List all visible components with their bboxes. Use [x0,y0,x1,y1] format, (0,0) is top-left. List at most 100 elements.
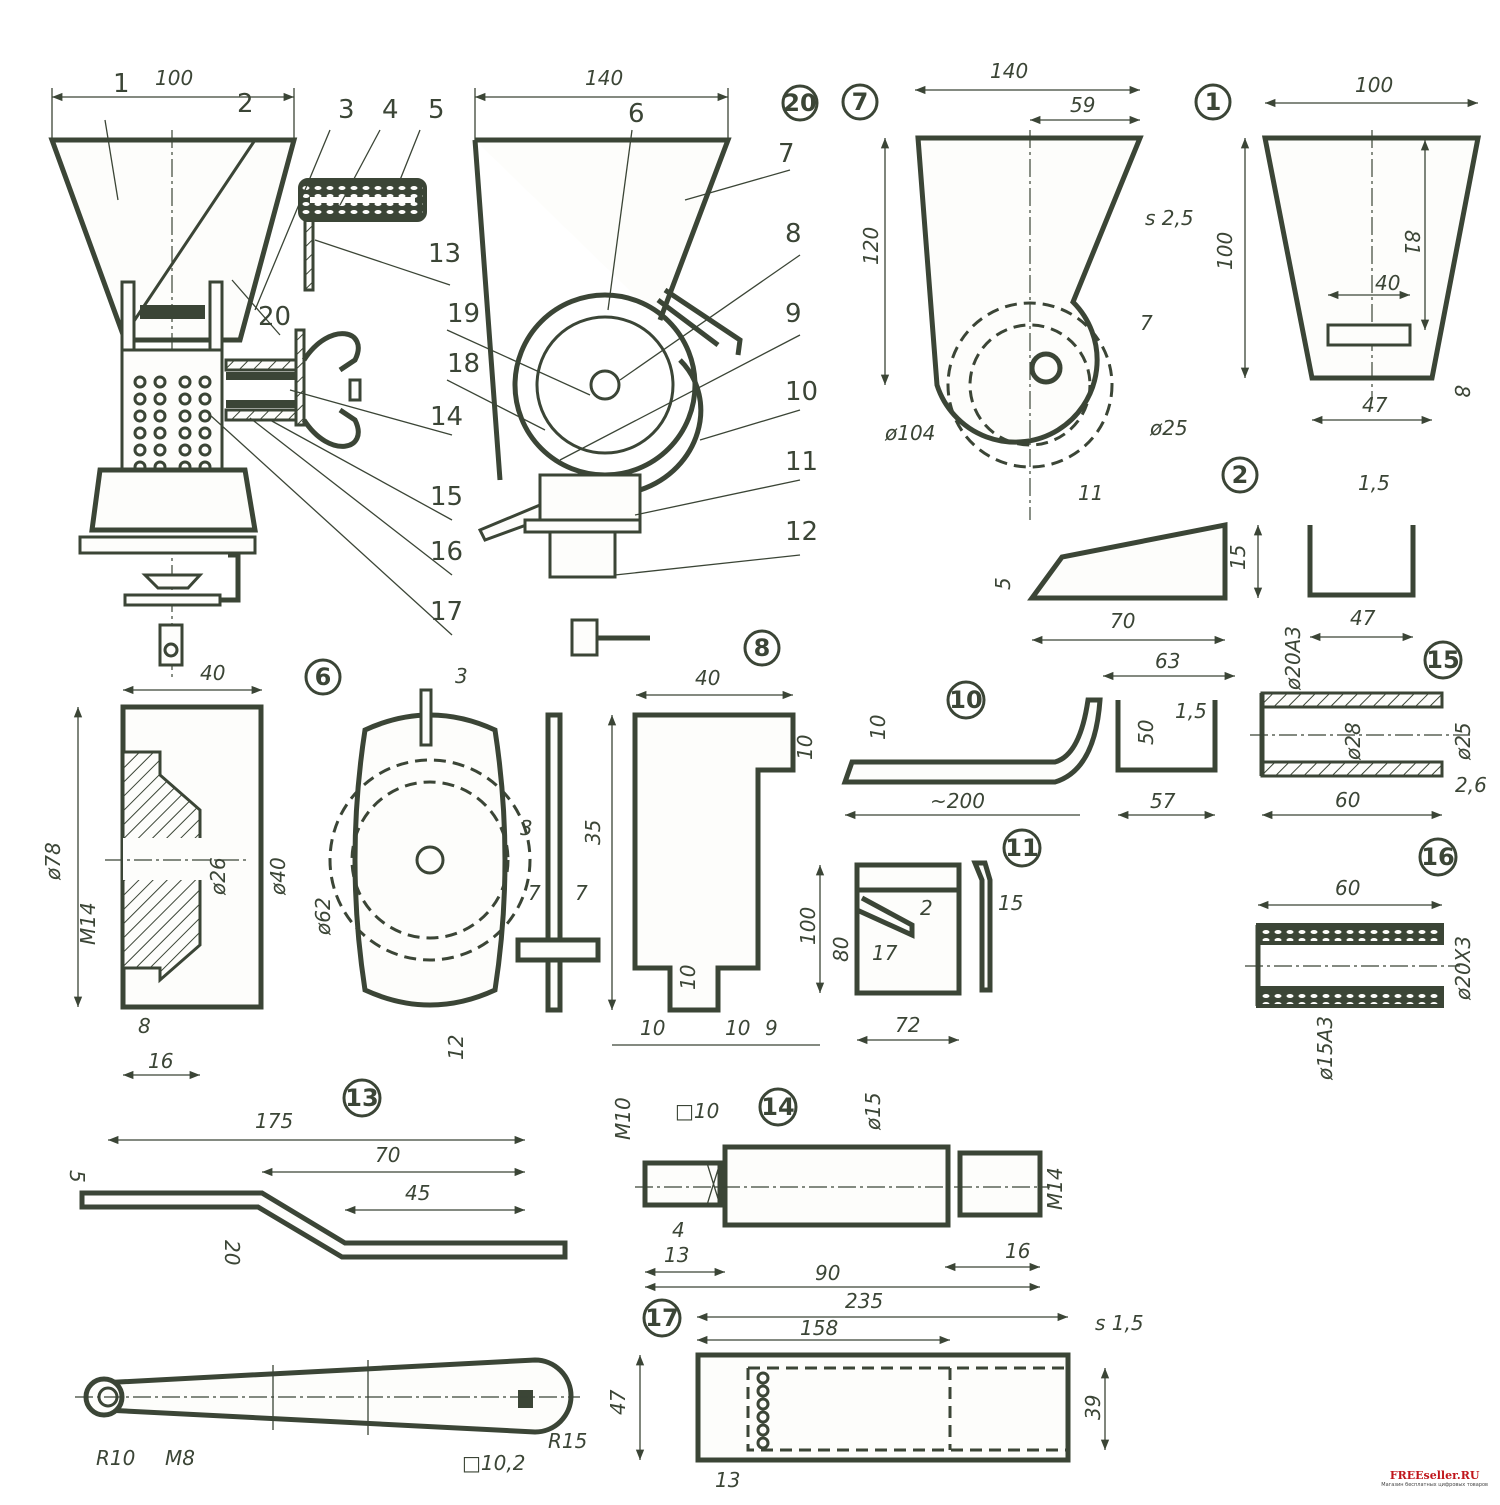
part-number: 17 [645,1304,678,1332]
part-number: 8 [754,634,771,662]
grater-hole [178,443,192,457]
grater-hole [133,426,147,440]
dim: 158 [800,1316,838,1340]
dim: ~200 [930,789,985,813]
grater-holes [133,375,212,474]
part-number: 1 [1205,88,1222,116]
part-13-drawing: 13 175 70 45 5 20 R10 M8 □10,2 R15 [65,1078,587,1475]
dim: 8 [138,1014,151,1038]
dim: 13 [664,1243,689,1267]
dim-front-width: 100 [155,66,193,90]
base-plate [78,535,257,555]
grater-hole [198,409,212,423]
dim: R10 [96,1446,135,1470]
dim: 1,5 [1358,471,1390,495]
part-number: 13 [345,1084,378,1112]
part-number: 10 [949,686,982,714]
svg-text:7: 7 [778,139,795,169]
grater-hole [756,1436,770,1450]
grater-hole [756,1371,770,1385]
dim: ø40 [266,857,290,896]
dim: 40 [200,661,225,685]
part-number: 16 [1421,843,1454,871]
dim: ø15 [861,1092,885,1131]
dim: 13 [715,1468,740,1492]
svg-text:19: 19 [447,299,480,329]
dim: 16 [1005,1239,1030,1263]
dim: 8 [1450,385,1474,398]
grater-hole [133,375,147,389]
dim: 12 [444,1035,468,1060]
dim: 175 [255,1109,293,1133]
svg-text:6: 6 [628,99,645,129]
dim: 16 [148,1049,173,1073]
svg-text:20: 20 [258,302,291,332]
side-hopper [472,137,732,481]
grater-hole [756,1397,770,1411]
svg-text:17: 17 [430,597,463,627]
svg-text:8: 8 [785,219,802,249]
svg-text:4: 4 [382,95,399,125]
svg-text:18: 18 [447,349,480,379]
part-number: 7 [852,88,869,116]
dim: ø20X3 [1451,936,1475,1001]
dim: 35 [581,820,605,845]
dim: 59 [1070,93,1095,117]
dim: 5 [65,1170,89,1183]
dim: 57 [1150,789,1176,813]
dim: 45 [405,1181,430,1205]
grater-hole [178,409,192,423]
grater-hole [198,443,212,457]
dim: 47 [606,1389,630,1415]
part-17-drawing: 17 235 158 s 1,5 47 39 13 [606,1289,1144,1492]
drum-housing [512,292,698,478]
dim: 100 [1213,232,1237,270]
dim: 70 [375,1143,400,1167]
svg-text:10: 10 [785,377,818,407]
grater-hole [153,426,167,440]
dim: R15 [548,1429,587,1453]
svg-text:15: 15 [430,482,463,512]
dim: □10 [675,1099,719,1123]
dim: ø28 [1341,722,1365,761]
part-number: 14 [761,1093,794,1121]
dim: 47 [1350,606,1376,630]
dim: 9 [765,1016,778,1040]
dim: 100 [1355,73,1393,97]
dim: 235 [845,1289,883,1313]
dim: 47 [1362,393,1388,417]
part-15-drawing: 15 ø20A3 ø28 ø25 60 2,6 [1250,626,1487,820]
dim: 10 [793,735,817,760]
dim: 72 [895,1013,920,1037]
dim: □10,2 [462,1451,525,1475]
gate-plate [140,305,205,319]
part-7-drawing: 7 140 59 120 s 2,5 7 ø104 ø25 11 [841,59,1194,520]
grater-hole [198,426,212,440]
dim: 20 [220,1240,244,1265]
dim: 70 [1110,609,1135,633]
dim: 40 [1375,271,1400,295]
part-number: 15 [1426,646,1459,674]
watermark: FREEseller.RU Магазин бесплатных цифровы… [1381,1469,1488,1488]
dim: M14 [76,902,100,945]
grater-hole [153,443,167,457]
wing-nut [301,331,361,449]
dim: 17 [872,941,898,965]
svg-text:14: 14 [430,402,463,432]
dim: ø26 [206,857,230,896]
svg-text:13: 13 [428,239,461,269]
dim: 7 [575,881,588,905]
dim: 50 [1134,720,1158,745]
dim: 2 [920,896,933,920]
dim: 7 [528,881,541,905]
svg-text:5: 5 [428,95,445,125]
dim: ø20A3 [1281,626,1305,691]
dim: 40 [695,666,720,690]
dim: 80 [829,937,853,962]
dim: 140 [990,59,1028,83]
svg-text:1: 1 [113,69,130,99]
base-tray [89,467,258,533]
dim: 10 [866,715,890,740]
